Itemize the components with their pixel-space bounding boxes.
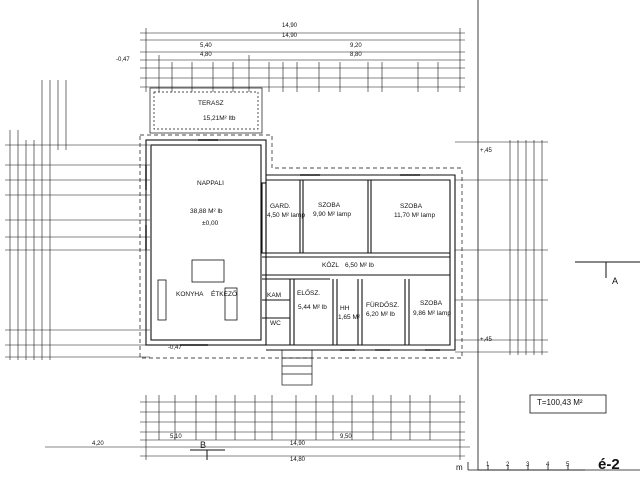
scale-unit: m bbox=[456, 463, 463, 472]
room-kam-name: KAM bbox=[267, 292, 282, 299]
kitchen-fixtures bbox=[157, 259, 238, 321]
room-szoba1-area: 9,90 M² lamp bbox=[313, 211, 351, 218]
dim-left-level: -0,47 bbox=[168, 345, 182, 351]
room-kozl-area: 6,50 M² lb bbox=[345, 262, 374, 269]
room-konyha-name: KONYHA bbox=[176, 291, 204, 298]
interior-walls bbox=[261, 180, 450, 345]
dim-top-row1-a: 5,40 bbox=[200, 43, 212, 49]
dim-top-row2-b: 8,80 bbox=[350, 52, 362, 58]
room-nappali-area: 38,88 M² lb bbox=[190, 208, 223, 215]
section-marker-b bbox=[190, 449, 225, 460]
windows bbox=[145, 139, 440, 351]
dim-top-row1-b: 9,20 bbox=[350, 43, 362, 49]
room-hh-area: 1,65 M² bbox=[338, 314, 361, 321]
area-total-box bbox=[529, 394, 607, 414]
left-dimension-chains bbox=[5, 80, 150, 360]
room-nappali-level: ±0,00 bbox=[202, 220, 219, 227]
room-kozl-name: KÖZL bbox=[322, 262, 339, 269]
scale-tick-2: 2 bbox=[506, 462, 510, 468]
scale-tick-5: 5 bbox=[566, 462, 570, 468]
dim-right-h1: +,45 bbox=[480, 148, 492, 154]
scale-tick-4: 4 bbox=[546, 462, 550, 468]
dim-right-h2: +,45 bbox=[480, 337, 492, 343]
room-szoba1-name: SZOBA bbox=[318, 202, 341, 209]
room-wc-name: WC bbox=[270, 320, 281, 327]
dim-top-total-1: 14,90 bbox=[282, 23, 298, 29]
room-furdo-area: 6,20 M² lb bbox=[366, 311, 395, 318]
dim-bottom-left-2: 5,10 bbox=[170, 434, 182, 440]
room-szoba2-area: 11,70 M² lamp bbox=[394, 212, 436, 219]
section-label-a: A bbox=[612, 276, 619, 286]
room-szoba3-area: 9,86 M² lamp bbox=[413, 310, 451, 317]
room-szoba2-name: SZOBA bbox=[400, 203, 423, 210]
room-terasz-area: 15,21M² ltb bbox=[203, 115, 236, 122]
terrace-outline bbox=[149, 87, 263, 134]
dim-bottom-total: 14,90 bbox=[290, 441, 306, 447]
dim-top-row2-a: 4,80 bbox=[200, 52, 212, 58]
scale-tick-1: 1 bbox=[486, 462, 490, 468]
dim-top-level: -0,47 bbox=[116, 57, 130, 63]
section-marker-a bbox=[575, 261, 640, 278]
room-hh-name: HH bbox=[340, 305, 350, 312]
room-nappali-name: NAPPALI bbox=[197, 180, 224, 187]
scale-tick-3: 3 bbox=[526, 462, 530, 468]
room-furdo-name: FÜRDŐSZ. bbox=[366, 302, 400, 309]
area-total: T=100,43 M² bbox=[537, 398, 583, 407]
dim-top-total-2: 14,90 bbox=[282, 33, 298, 39]
dim-bottom-total-2: 14,80 bbox=[290, 457, 306, 463]
scale-bar bbox=[467, 462, 585, 471]
room-konyha-extra: ÉTKEZŐ bbox=[211, 291, 238, 298]
room-szoba3-name: SZOBA bbox=[420, 300, 443, 307]
top-dimension-chains bbox=[140, 32, 465, 88]
sheet-id: é-2 bbox=[598, 456, 620, 473]
room-gard-name: GARD. bbox=[270, 203, 291, 210]
entry-steps bbox=[281, 349, 313, 386]
room-eloter-name: ELŐSZ. bbox=[297, 290, 321, 297]
room-eloter-area: 5,44 M² lb bbox=[298, 304, 327, 311]
bottom-dimension-chains bbox=[45, 395, 470, 460]
right-dimension-chains bbox=[455, 140, 548, 355]
room-gard-area: 4,50 M² lamp bbox=[267, 212, 305, 219]
dim-bottom-row: 9,50 bbox=[340, 434, 352, 440]
dim-bottom-left: 4,20 bbox=[92, 441, 104, 447]
room-terasz-name: TERASZ bbox=[198, 100, 224, 107]
section-label-b: B bbox=[200, 440, 207, 450]
